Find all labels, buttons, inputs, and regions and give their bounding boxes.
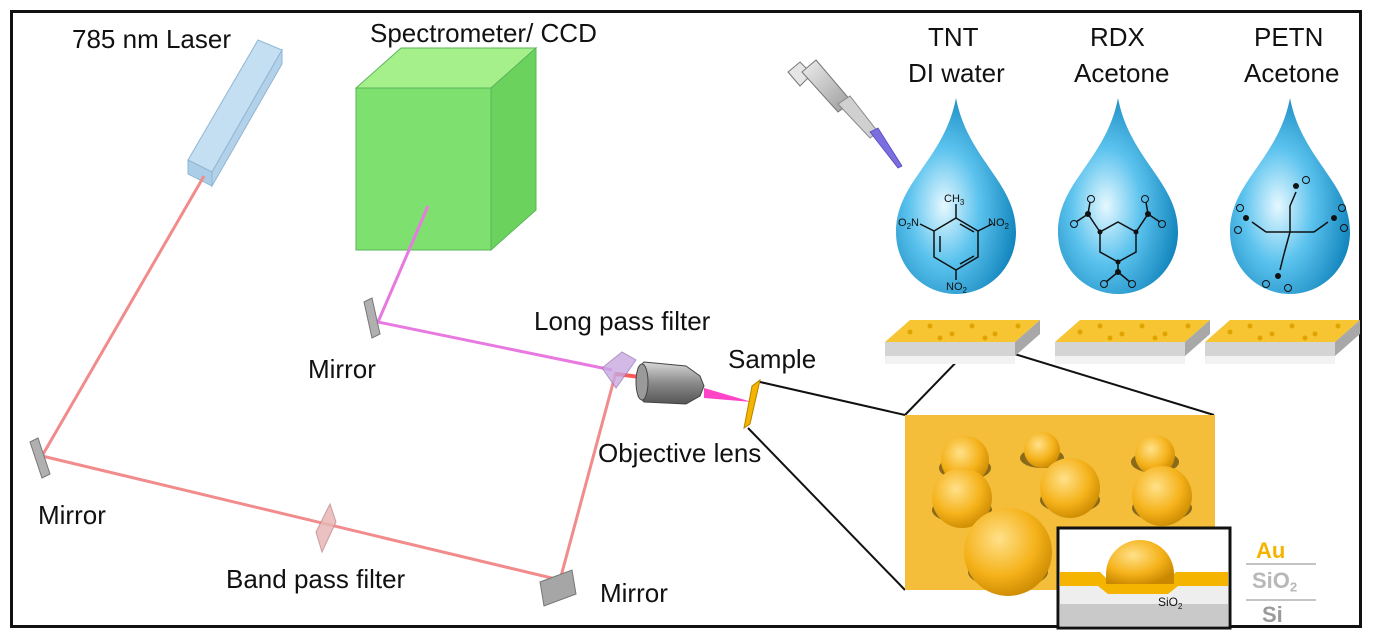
laser-source — [187, 39, 283, 188]
legend-sio2: SiO2 — [1252, 568, 1298, 595]
laser-beam-path — [40, 175, 649, 582]
substrate-icon — [885, 320, 1040, 364]
legend-si: Si — [1262, 602, 1283, 627]
droplet-icon — [1058, 98, 1178, 294]
objective-lens-icon — [635, 361, 705, 405]
tnt-o2n-label: O2N — [898, 217, 919, 231]
droplet-icon — [896, 98, 1016, 294]
rdx-atoms — [1070, 195, 1166, 288]
cross-section-inset: SiO2 — [1056, 526, 1232, 630]
substrate-icon — [1055, 320, 1210, 364]
mirror-icon — [29, 437, 51, 479]
laser-label: 785 nm Laser — [72, 24, 231, 54]
substrate-icon — [1205, 320, 1360, 364]
pipette-icon — [787, 59, 903, 169]
tnt-ch3-label: CH3 — [944, 193, 965, 207]
tnt-molecule — [919, 204, 993, 280]
spectrometer-label: Spectrometer/ CCD — [370, 18, 597, 48]
solvent-petn: Acetone — [1244, 58, 1340, 88]
legend-au: Au — [1256, 538, 1286, 563]
mirror-label-bottom: Mirror — [600, 578, 668, 608]
solvent-tnt: DI water — [908, 58, 1005, 88]
droplet-icon — [1230, 98, 1350, 294]
long-pass-filter-icon — [601, 351, 637, 389]
analyte-name-rdx: RDX — [1090, 22, 1145, 52]
sample-label: Sample — [728, 344, 817, 374]
objective-label: Objective lens — [598, 438, 762, 468]
raman-beam-path — [376, 205, 752, 402]
analyte-name-petn: PETN — [1254, 22, 1324, 52]
mirror-label-top: Mirror — [308, 354, 376, 384]
mirror-icon — [363, 297, 381, 339]
analyte-name-tnt: TNT — [928, 22, 979, 52]
solvent-rdx: Acetone — [1074, 58, 1170, 88]
mirror-icon — [539, 569, 577, 607]
mirror-label-left: Mirror — [38, 500, 106, 530]
tnt-no2-bottom-label: NO2 — [946, 281, 968, 295]
spectrometer-box — [354, 46, 538, 252]
band-pass-filter-icon — [315, 502, 337, 554]
tnt-no2-right-label: NO2 — [988, 217, 1010, 231]
inset-sio2-label: SiO2 — [1158, 595, 1183, 611]
sample-chip — [743, 378, 761, 430]
long-pass-label: Long pass filter — [534, 306, 711, 336]
figure-frame — [10, 10, 1362, 628]
substrate-dots — [907, 323, 1341, 341]
band-pass-label: Band pass filter — [226, 564, 406, 594]
petn-molecule — [1251, 191, 1329, 271]
petn-atoms — [1234, 176, 1348, 292]
